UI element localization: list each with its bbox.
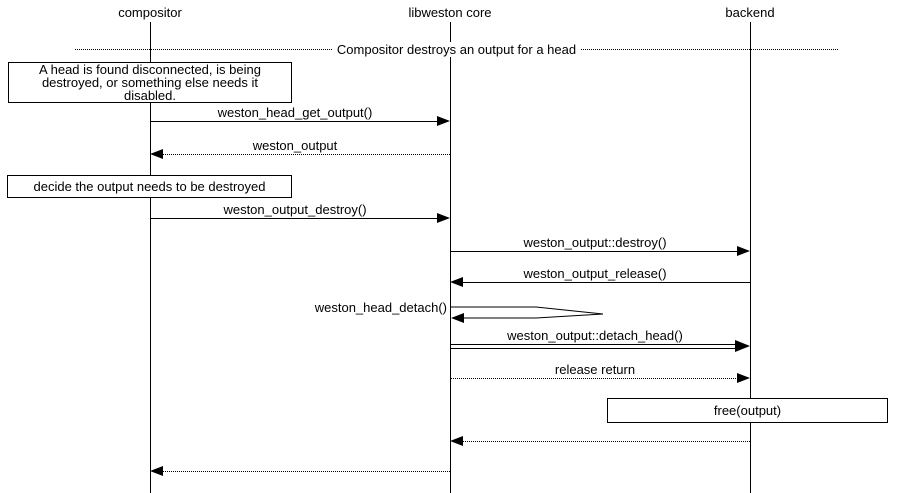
message-label-weston-output-detach-head: weston_output::detach_head(): [507, 328, 683, 343]
message-label-weston-output: weston_output: [252, 138, 338, 153]
message-label-weston-output-destroy-vfunc: weston_output::destroy(): [523, 235, 667, 250]
note-decide-destroy: decide the output needs to be destroyed: [7, 175, 292, 198]
message-line: [150, 218, 438, 219]
message-line: [450, 348, 736, 349]
note-head-disconnected: A head is found disconnected, is being d…: [8, 62, 292, 103]
message-label-weston-head-get-output: weston_head_get_output(): [217, 105, 373, 120]
message-line: [163, 471, 450, 472]
message-line: [450, 251, 738, 252]
divider-label: Compositor destroys an output for a head: [75, 42, 838, 57]
arrow-left-icon: [450, 277, 463, 287]
lifeline-libweston-core: [450, 22, 451, 493]
message-label-weston-head-detach: weston_head_detach(): [314, 300, 447, 315]
arrow-left-icon: [450, 436, 463, 446]
message-label-weston-output-release: weston_output_release(): [523, 266, 667, 281]
participant-label-backend: backend: [725, 5, 775, 20]
note-free-output: free(output): [607, 398, 888, 423]
message-line: [163, 154, 450, 155]
participant-label-compositor: compositor: [118, 5, 182, 20]
message-line: [463, 441, 750, 442]
self-call-arrow-icon: [451, 306, 604, 323]
participant-label-libweston-core: libweston core: [408, 5, 492, 20]
arrow-left-icon: [150, 149, 163, 159]
lifeline-backend: [750, 22, 751, 493]
arrow-right-icon: [737, 246, 750, 256]
message-line: [450, 344, 736, 345]
message-line: [150, 121, 438, 122]
lifeline-compositor: [150, 22, 151, 493]
arrow-right-icon: [437, 213, 450, 223]
message-line: [463, 282, 750, 283]
arrow-right-icon: [735, 340, 750, 352]
arrow-right-icon: [737, 373, 750, 383]
arrow-left-icon: [150, 466, 163, 476]
message-label-weston-output-destroy: weston_output_destroy(): [223, 202, 367, 217]
message-label-release-return: release return: [554, 362, 636, 377]
message-line: [450, 378, 738, 379]
arrow-right-icon: [437, 116, 450, 126]
